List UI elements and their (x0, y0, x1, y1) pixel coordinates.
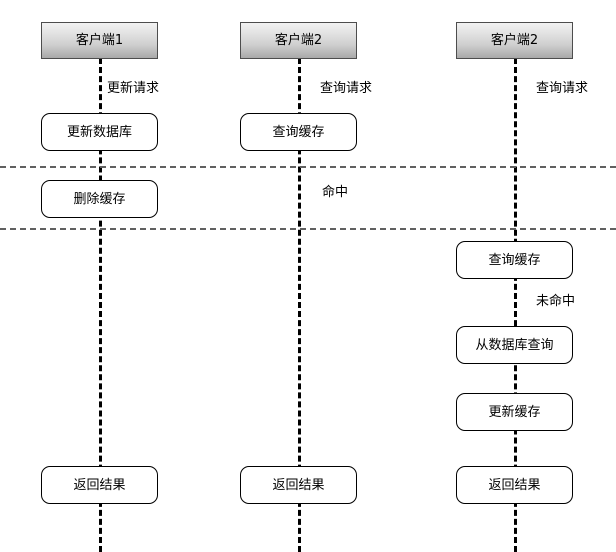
step-label-col1-update-db: 更新数据库 (66, 124, 132, 140)
message-label-col2-cache-hit: 命中 (322, 185, 349, 200)
step-col1-delete-cache[interactable]: 删除缓存 (41, 180, 158, 218)
step-col2-query-cache[interactable]: 查询缓存 (240, 113, 357, 151)
message-label-col1-update-request: 更新请求 (107, 81, 160, 96)
actor-label-col2: 客户端2 (274, 33, 323, 48)
actor-header-col3[interactable]: 客户端2 (456, 22, 573, 59)
message-label-col2-query-request: 查询请求 (320, 81, 373, 96)
step-col3-update-cache[interactable]: 更新缓存 (456, 393, 573, 431)
step-label-col3-return-result: 返回结果 (488, 477, 541, 493)
phase-divider-2 (0, 228, 616, 230)
step-col3-query-cache[interactable]: 查询缓存 (456, 241, 573, 279)
step-col3-query-db[interactable]: 从数据库查询 (456, 326, 573, 364)
message-label-col3-cache-miss: 未命中 (536, 294, 576, 309)
phase-divider-1 (0, 166, 616, 168)
step-label-col2-return-result: 返回结果 (272, 477, 325, 493)
step-label-col3-query-db: 从数据库查询 (475, 337, 554, 353)
step-label-col3-update-cache: 更新缓存 (488, 404, 541, 420)
actor-header-col1[interactable]: 客户端1 (41, 22, 158, 59)
step-label-col1-return-result: 返回结果 (73, 477, 126, 493)
step-col1-return-result[interactable]: 返回结果 (41, 466, 158, 504)
message-label-col3-query-request: 查询请求 (536, 81, 589, 96)
step-label-col1-delete-cache: 删除缓存 (73, 191, 126, 207)
actor-header-col2[interactable]: 客户端2 (240, 22, 357, 59)
lifeline-col2 (298, 58, 301, 552)
step-label-col2-query-cache: 查询缓存 (272, 124, 325, 140)
lifeline-col1 (99, 58, 102, 552)
step-col3-return-result[interactable]: 返回结果 (456, 466, 573, 504)
lifeline-col3 (514, 58, 517, 552)
actor-label-col1: 客户端1 (75, 33, 124, 48)
step-col1-update-db[interactable]: 更新数据库 (41, 113, 158, 151)
step-label-col3-query-cache: 查询缓存 (488, 252, 541, 268)
actor-label-col3: 客户端2 (490, 33, 539, 48)
step-col2-return-result[interactable]: 返回结果 (240, 466, 357, 504)
